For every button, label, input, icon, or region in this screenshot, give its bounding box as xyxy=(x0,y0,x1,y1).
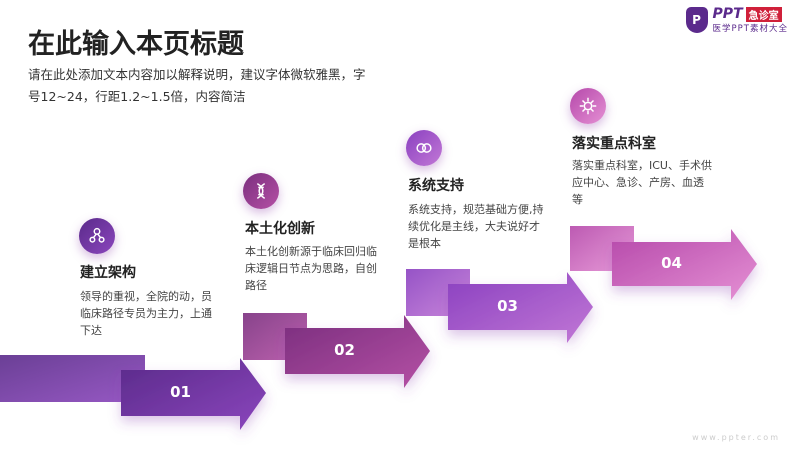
step-arrow xyxy=(612,229,757,300)
step-description: 本土化创新源于临床回归临床逻辑日节点为思路，自创路径 xyxy=(245,245,377,292)
step-title: 建立架构 xyxy=(80,265,136,281)
step-description: 系统支持，规范基础方便,持续优化是主线，大夫说好才是根本 xyxy=(408,203,544,250)
footer-url: www.ppter.com xyxy=(692,433,780,442)
page-subtitle: 请在此处添加文本内容加以解释说明，建议字体微软雅黑，字号12~24，行距1.2~… xyxy=(28,67,366,104)
network-icon xyxy=(79,218,115,254)
step-description: 领导的重视，全院的动，员临床路径专员为主力，上通下达 xyxy=(80,290,212,337)
step-title: 本土化创新 xyxy=(245,221,315,237)
logo-tag: 急诊室 xyxy=(745,6,782,22)
step-number: 03 xyxy=(497,297,518,315)
step-title: 系统支持 xyxy=(408,178,464,194)
shield-logo-icon: P xyxy=(685,7,708,33)
virus-icon xyxy=(570,88,606,124)
step-arrow xyxy=(448,272,593,343)
dna-icon xyxy=(243,173,279,209)
logo-slogan: 医学PPT素材大全 xyxy=(712,24,788,34)
capsule-icon xyxy=(406,130,442,166)
step-number: 02 xyxy=(334,341,355,359)
step-number: 01 xyxy=(170,383,191,401)
step-arrow xyxy=(121,358,266,430)
step-arrow xyxy=(285,315,430,388)
logo-brand: PPT xyxy=(712,6,743,22)
step-number: 04 xyxy=(661,254,682,272)
step-back-bar xyxy=(0,355,145,402)
step-description: 落实重点科室，ICU、手术供应中心、急诊、产房、血透等 xyxy=(572,159,712,206)
step-title: 落实重点科室 xyxy=(572,136,656,152)
page-title: 在此输入本页标题 xyxy=(28,29,244,60)
